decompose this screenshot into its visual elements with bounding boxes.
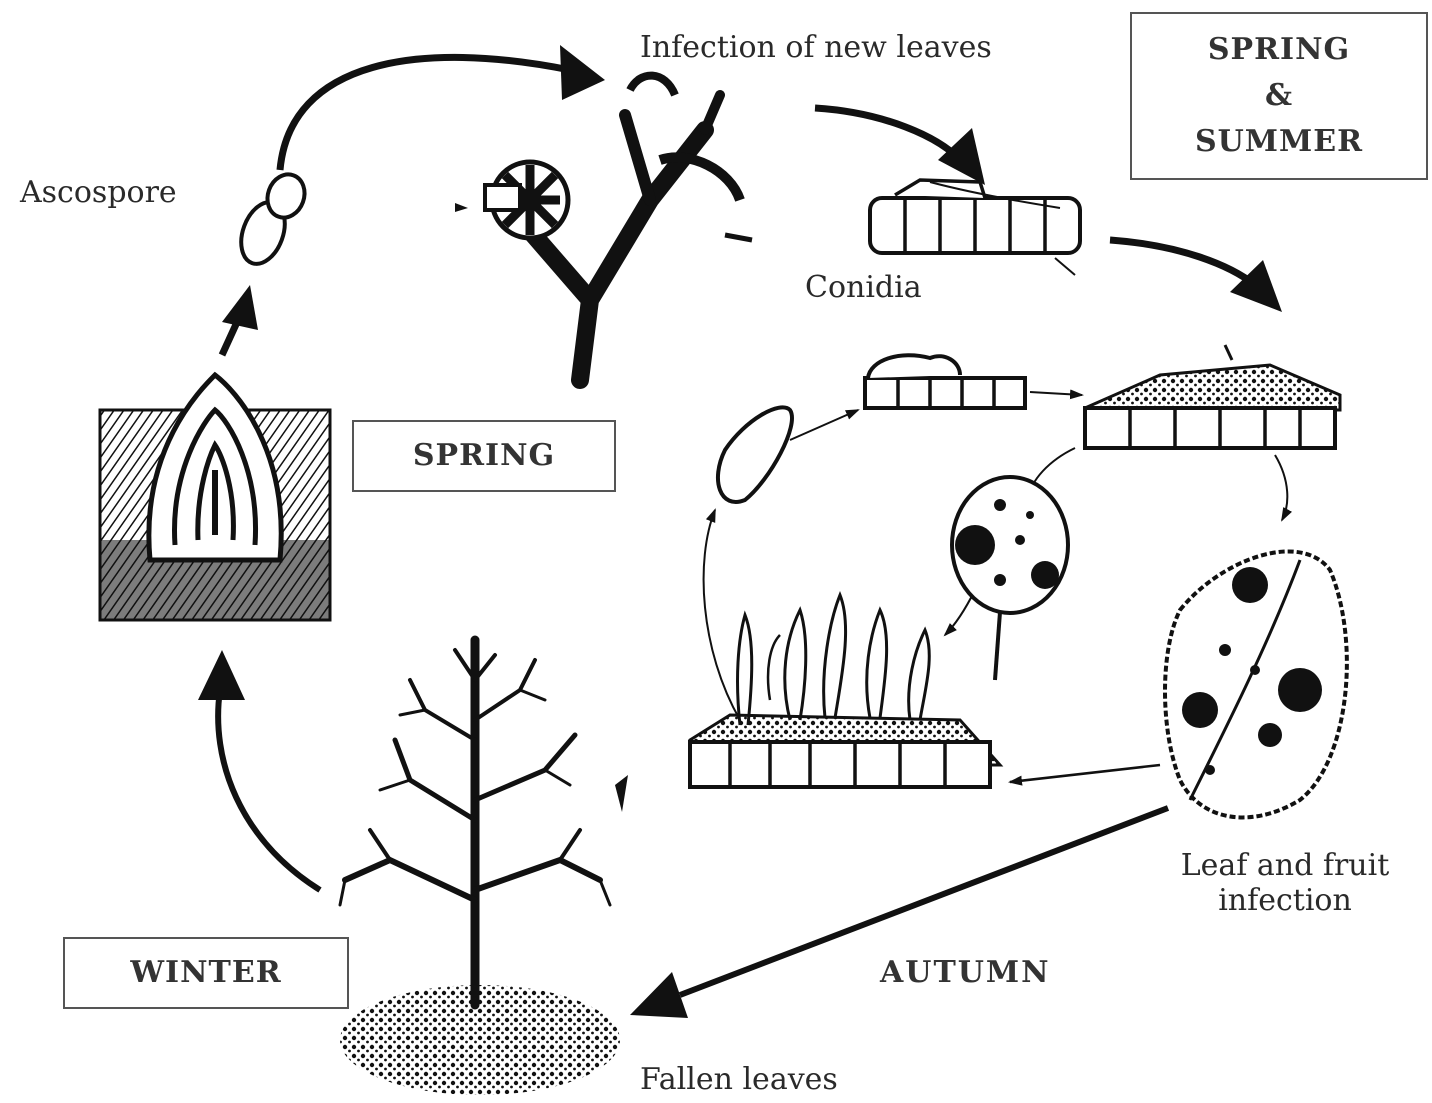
arrowhead-lesion — [1230, 260, 1282, 312]
arrow-inner-cells-to-lesion — [1030, 392, 1082, 395]
bare-tree-drawing — [340, 640, 610, 1005]
season-box-winter: WINTER — [63, 937, 349, 1009]
season-spring-summer-line1: SPRING — [1208, 27, 1350, 73]
arrow-tree-to-pseudothecium — [218, 690, 320, 890]
conidia-cells-middle-drawing — [865, 355, 1025, 408]
arrow-inner-leaf-to-ground — [1010, 765, 1160, 782]
spore-elongated-drawing — [718, 407, 792, 502]
infected-fruit-drawing — [952, 477, 1068, 680]
conidia-cells-top-drawing — [870, 180, 1080, 275]
arrow-inner-lesion-to-leaf — [1275, 455, 1287, 520]
season-spring-label: SPRING — [413, 433, 555, 479]
ascospore-drawing — [233, 169, 310, 270]
infected-leaf-drawing — [1165, 551, 1347, 817]
label-fallen-leaves: Fallen leaves — [640, 1062, 838, 1097]
lesion-cells-drawing — [1085, 345, 1340, 448]
arrowhead-fallen — [630, 972, 688, 1018]
label-leaf-fruit-line2: infection — [1170, 883, 1400, 918]
arrow-inner-spore-to-cells — [790, 410, 858, 440]
fallen-leaves-ground — [340, 985, 620, 1095]
label-infection-new-leaves: Infection of new leaves — [640, 30, 992, 65]
arrowhead-ascospore — [222, 285, 258, 330]
arrowhead-infection — [560, 45, 605, 100]
label-ascospore: Ascospore — [20, 175, 177, 210]
arrowhead-conidia — [938, 128, 985, 185]
arrow-ascospore-to-infection — [280, 57, 570, 170]
arrow-pseudothecium-to-ascospore — [222, 320, 238, 355]
arrowhead-pseudothecium — [198, 650, 245, 700]
label-leaf-fruit-infection: Leaf and fruit infection — [1170, 848, 1400, 918]
label-leaf-fruit-line1: Leaf and fruit — [1170, 848, 1400, 883]
season-box-spring-summer: SPRING & SUMMER — [1130, 12, 1428, 180]
season-autumn-label: AUTUMN — [880, 955, 1051, 990]
season-box-spring: SPRING — [352, 420, 616, 492]
season-spring-summer-line3: SUMMER — [1195, 119, 1363, 165]
label-conidia: Conidia — [805, 270, 922, 305]
season-spring-summer-line2: & — [1265, 73, 1293, 119]
arrow-conidia-to-lesion — [1110, 240, 1255, 285]
arrow-inner-ground-to-spore — [704, 510, 740, 720]
pseudothecium-drawing — [100, 375, 330, 620]
falling-leaf-drawing — [615, 775, 628, 812]
season-winter-label: WINTER — [130, 950, 281, 996]
infected-twig-drawing — [455, 76, 752, 380]
